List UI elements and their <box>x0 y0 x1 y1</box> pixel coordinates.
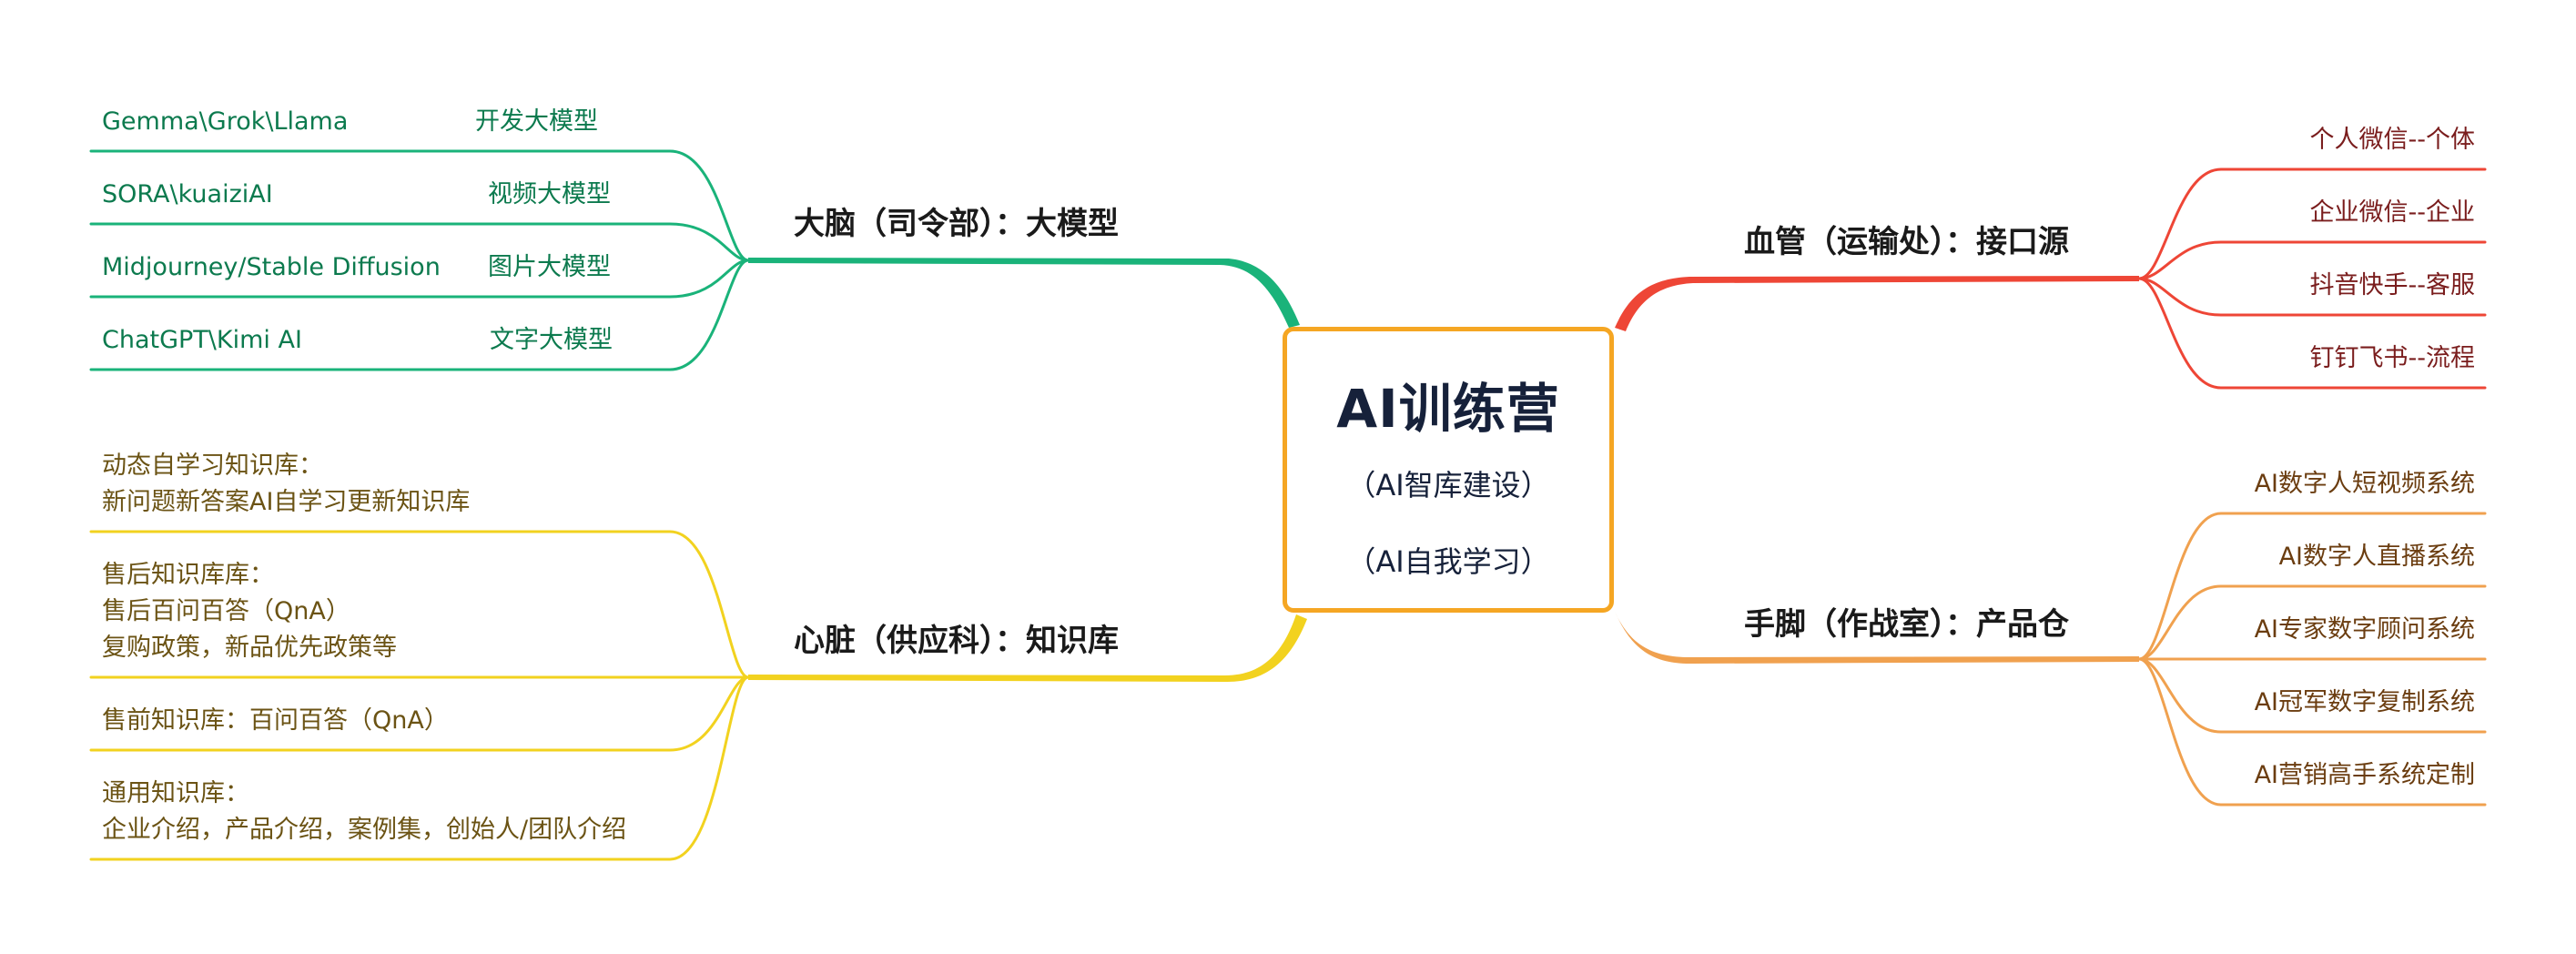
brain-main-connector <box>748 258 1300 328</box>
vessel-leaf-connector-2 <box>2137 240 2487 280</box>
limbs-item-5[interactable]: AI营销高手系统定制 <box>2254 761 2475 789</box>
branch-heart-label[interactable]: 心脏（供应科）：知识库 <box>794 623 1119 659</box>
brain-leaf-connector-3 <box>89 259 750 299</box>
heart-item-2-line-3[interactable]: 复购政策，新品优先政策等 <box>102 634 397 662</box>
brain-item-3-name[interactable]: Midjourney/Stable Diffusion <box>102 253 441 281</box>
brain-item-4-type[interactable]: 文字大模型 <box>490 326 613 354</box>
vessel-item-1[interactable]: 个人微信--个体 <box>2309 126 2476 154</box>
heart-branch-links <box>89 530 1307 861</box>
vessel-item-4[interactable]: 钉钉飞书--流程 <box>2309 344 2476 372</box>
limbs-main-connector <box>1615 612 2139 665</box>
brain-item-4-name[interactable]: ChatGPT\Kimi AI <box>102 326 302 354</box>
limbs-branch-links <box>1615 512 2487 807</box>
heart-item-2-line-1[interactable]: 售后知识库库： <box>102 561 274 589</box>
brain-branch-links <box>89 149 1300 371</box>
vessel-branch-links <box>1615 167 2487 390</box>
heart-item-2-line-2[interactable]: 售后百问百答（QnA） <box>102 597 350 625</box>
vessel-item-3[interactable]: 抖音快手--客服 <box>2309 271 2476 299</box>
heart-item-3-line-1[interactable]: 售前知识库：百问百答（QnA） <box>102 706 449 735</box>
heart-leaf-connector-3 <box>89 675 750 752</box>
limbs-leaf-connector-2 <box>2137 584 2487 661</box>
brain-leaf-connector-4 <box>89 259 750 371</box>
heart-main-connector <box>748 614 1307 683</box>
brain-item-2-type[interactable]: 视频大模型 <box>488 180 611 208</box>
limbs-item-3[interactable]: AI专家数字顾问系统 <box>2254 615 2475 644</box>
vessel-leaf-connector-3 <box>2137 277 2487 317</box>
heart-leaf-connector-1 <box>89 530 750 679</box>
vessel-main-connector <box>1615 276 2139 331</box>
heart-item-1-line-1[interactable]: 动态自学习知识库： <box>102 452 323 480</box>
central-topic-subtitle-1: （AI智库建设） <box>1346 468 1550 502</box>
brain-item-2-name[interactable]: SORA\kuaiziAI <box>102 180 273 208</box>
limbs-leaf-connector-1 <box>2137 512 2487 661</box>
vessel-leaf-connector-4 <box>2137 277 2487 390</box>
brain-item-3-type[interactable]: 图片大模型 <box>488 253 611 281</box>
vessel-leaf-connector-1 <box>2137 167 2487 280</box>
vessel-item-2[interactable]: 企业微信--企业 <box>2309 198 2476 227</box>
central-topic-title: AI训练营 <box>1336 378 1560 440</box>
central-topic[interactable]: AI训练营 （AI智库建设） （AI自我学习） <box>1283 327 1614 613</box>
heart-item-4-line-2[interactable]: 企业介绍，产品介绍，案例集，创始人/团队介绍 <box>102 816 627 844</box>
branch-limbs-label[interactable]: 手脚（作战室）：产品仓 <box>1744 606 2069 643</box>
limbs-leaf-connector-4 <box>2137 657 2487 734</box>
branch-vessel-label[interactable]: 血管（运输处）：接口源 <box>1744 224 2069 260</box>
brain-item-1-type[interactable]: 开发大模型 <box>475 107 598 136</box>
heart-item-1-line-2[interactable]: 新问题新答案AI自学习更新知识库 <box>102 488 471 516</box>
brain-leaf-connector-2 <box>89 222 750 262</box>
heart-leaf-connector-4 <box>89 675 750 861</box>
heart-item-4-line-1[interactable]: 通用知识库： <box>102 779 249 807</box>
limbs-item-2[interactable]: AI数字人直播系统 <box>2278 543 2475 571</box>
limbs-leaf-connector-5 <box>2137 657 2487 807</box>
limbs-item-4[interactable]: AI冠军数字复制系统 <box>2254 688 2475 716</box>
branch-brain-label[interactable]: 大脑（司令部）：大模型 <box>794 206 1119 242</box>
brain-leaf-connector-1 <box>89 149 750 262</box>
central-topic-subtitle-2: （AI自我学习） <box>1346 544 1550 579</box>
brain-item-1-name[interactable]: Gemma\Grok\Llama <box>102 107 349 136</box>
limbs-item-1[interactable]: AI数字人短视频系统 <box>2254 470 2475 498</box>
